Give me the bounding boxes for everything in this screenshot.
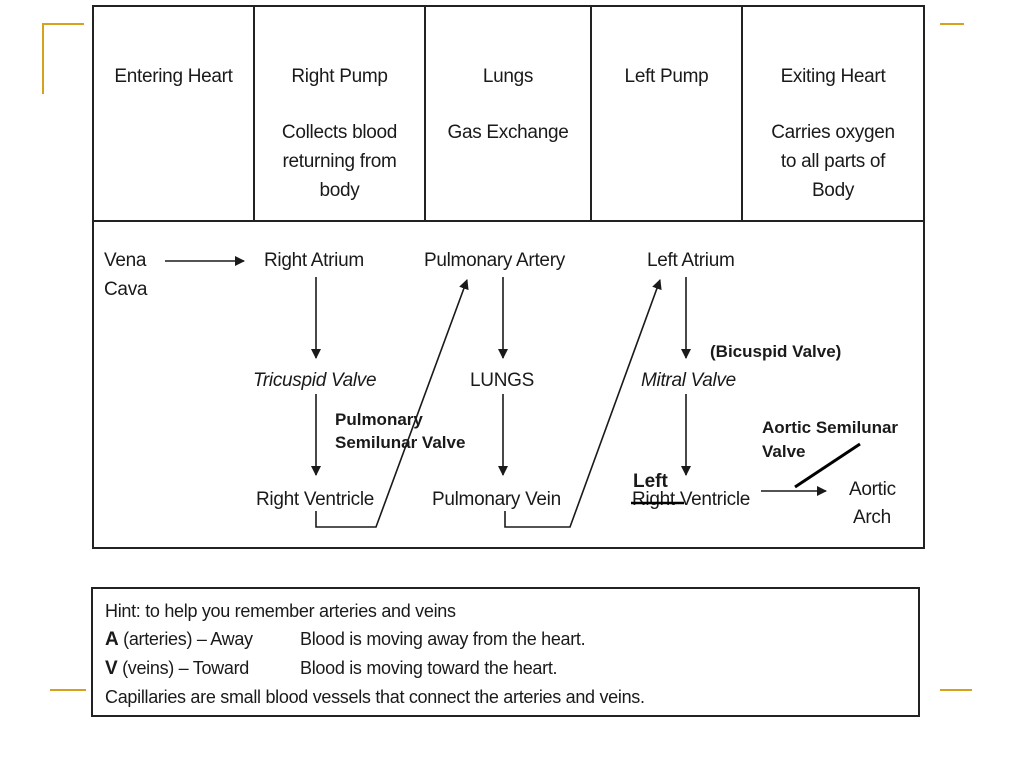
arrow-ventricle-to-pulmonary-artery (315, 279, 469, 528)
mitral-valve-label: Mitral Valve (641, 370, 736, 391)
column-right-pump: Right Pump Collects blood returning from… (255, 7, 426, 220)
column-subtitle: Carries oxygen to all parts of Body (771, 122, 895, 201)
aortic-arch-label-2: Arch (853, 507, 891, 528)
right-atrium-label: Right Atrium (264, 250, 364, 271)
aortic-valve-pointer (794, 442, 861, 489)
column-left-pump: Left Pump (592, 7, 743, 220)
lungs-label: LUNGS (470, 370, 534, 391)
struck-word: Right (632, 489, 676, 510)
blood-flow-table: Entering Heart Right Pump Collects blood… (92, 5, 925, 549)
arteries-word: (arteries) – Away (118, 629, 253, 649)
left-ventricle-label: Right Ventricle (632, 489, 750, 510)
column-entering-heart: Entering Heart (94, 7, 255, 220)
hint-arteries-desc: Blood is moving away from the heart. (300, 629, 586, 649)
pulmonary-artery-label: Pulmonary Artery (424, 250, 566, 271)
column-title: Exiting Heart (780, 66, 886, 87)
column-subtitle: Gas Exchange (447, 122, 569, 143)
hint-veins-desc: Blood is moving toward the heart. (300, 658, 558, 678)
hint-capillaries: Capillaries are small blood vessels that… (105, 687, 645, 707)
table-header-row: Entering Heart Right Pump Collects blood… (94, 7, 923, 222)
left-atrium-label: Left Atrium (647, 250, 735, 271)
pulmonary-semilunar-note-2: Semilunar Valve (335, 433, 465, 452)
corner-mark-top-left-v (42, 23, 44, 94)
vena-cava-label-1: Vena (104, 250, 147, 271)
hint-box: Hint: to help you remember arteries and … (91, 587, 920, 717)
right-ventricle-label: Right Ventricle (256, 489, 374, 510)
column-title: Lungs (482, 66, 534, 87)
column-subtitle: Collects blood returning from body (281, 122, 398, 201)
veins-word: (veins) – Toward (117, 658, 249, 678)
bicuspid-valve-note: (Bicuspid Valve) (710, 342, 841, 361)
letter-v: V (105, 658, 118, 679)
hint-veins-key: V (veins) – Toward (105, 654, 300, 683)
ventricle-word: Ventricle (675, 489, 750, 510)
corner-mark-top-right (940, 23, 964, 25)
letter-a: A (105, 629, 119, 650)
left-correction-note: Left (633, 471, 669, 492)
vena-cava-label-2: Cava (104, 279, 148, 300)
column-title: Right Pump (291, 66, 388, 87)
pulmonary-semilunar-note-1: Pulmonary (335, 410, 423, 429)
aortic-semilunar-note-2: Valve (762, 442, 806, 461)
aortic-arch-label-1: Aortic (849, 479, 896, 500)
column-title: Entering Heart (114, 66, 233, 87)
corner-mark-top-left-h (42, 23, 84, 25)
pulmonary-vein-label: Pulmonary Vein (432, 489, 561, 510)
tricuspid-valve-label: Tricuspid Valve (253, 370, 376, 391)
corner-mark-bottom-right (940, 689, 972, 691)
column-exiting-heart: Exiting Heart Carries oxygen to all part… (743, 7, 923, 220)
arrow-vein-to-left-atrium (504, 279, 662, 528)
hint-intro: Hint: to help you remember arteries and … (105, 601, 456, 621)
corner-mark-bottom-left (50, 689, 86, 691)
aortic-semilunar-note-1: Aortic Semilunar (762, 418, 898, 437)
column-title: Left Pump (624, 66, 709, 87)
hint-arteries-key: A (arteries) – Away (105, 625, 300, 654)
column-lungs: Lungs Gas Exchange (426, 7, 592, 220)
